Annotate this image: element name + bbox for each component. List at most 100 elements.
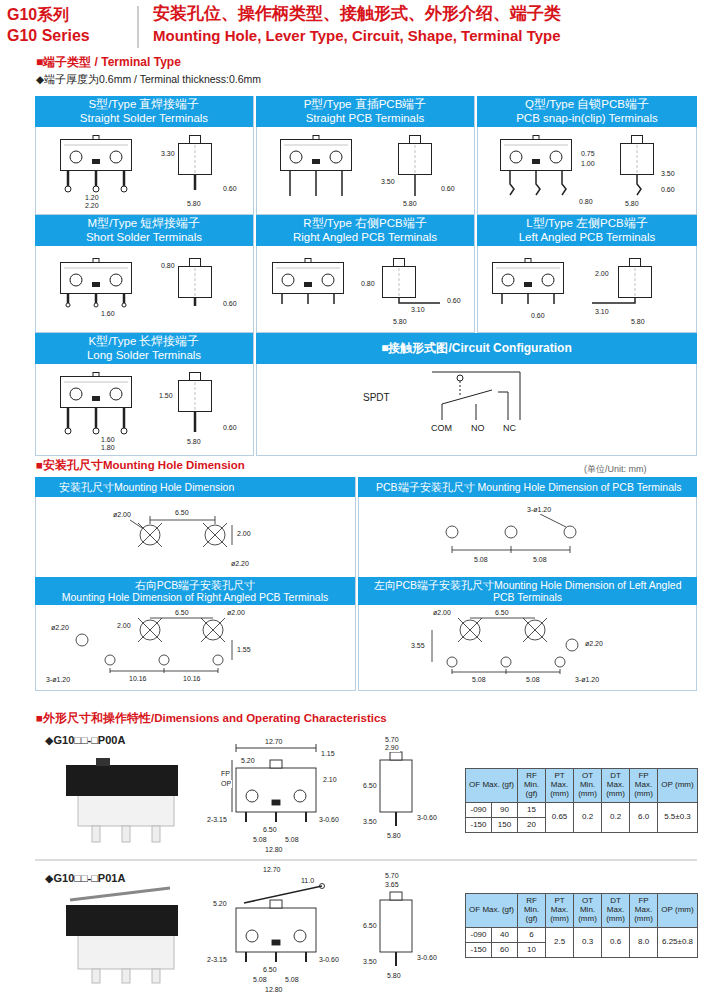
band-text: 右向PCB端子安装孔尺寸 <box>135 579 256 591</box>
heading-text: ■外形尺寸和操作特性/Dimensions and Operating Char… <box>35 712 388 725</box>
dimension-text: 3.50 <box>380 178 396 186</box>
dimension-text: 5.20 <box>212 900 228 908</box>
dimension-text: ø2.20 <box>230 560 250 568</box>
table-header: RF Min. (gf) <box>518 894 546 928</box>
dimension-text: 3-ø1.20 <box>45 676 71 684</box>
heading-text: ■安装孔尺寸Mounting Hole Dimension <box>35 459 246 472</box>
band-text: 左向PCB端子安装孔尺寸Mounting Hole Dimension of L… <box>364 579 691 603</box>
heading-text: G10 Series <box>6 27 91 45</box>
table-cell: 5.5±0.3 <box>658 803 698 833</box>
dimension-text: ø2.00 <box>226 609 246 617</box>
table-cell: -150 <box>466 943 492 958</box>
dimension-text: 5.08 <box>284 836 300 844</box>
spec-table: OF Max. (gf)RF Min. (gf)PT Max. (mm)OT M… <box>465 893 698 958</box>
dimension-text: 1.20 <box>84 194 100 202</box>
band-text: Straight Solder Terminals <box>80 112 208 125</box>
dimension-text: 5.80 <box>186 438 202 446</box>
dimension-text: 3-ø1.20 <box>574 676 600 684</box>
dimension-text: 5.80 <box>386 972 402 980</box>
table-header: OF Max. (gf) <box>466 894 518 928</box>
dimension-text: 1.00 <box>580 160 596 168</box>
header-band: L型/Type 左侧PCB端子Left Angled PCB Terminals <box>477 215 697 246</box>
dimension-text: 5.08 <box>252 836 268 844</box>
heading-text: Mounting Hole, Lever Type, Circuit, Shap… <box>152 28 562 45</box>
table-header: OP (mm) <box>658 769 698 803</box>
dimension-text: 0.60 <box>222 424 238 432</box>
dimension-text: 10.16 <box>182 675 202 683</box>
dimension-text: 0.60 <box>440 185 456 193</box>
table-cell: 0.65 <box>546 803 574 833</box>
dimension-text: 5.70 <box>384 736 400 744</box>
band-text: Long Solder Terminals <box>87 349 201 362</box>
table-cell: -090 <box>466 803 492 818</box>
band-text: ■接触形式图/Circuit Configuration <box>381 342 572 356</box>
table-header: OT Min. (mm) <box>574 769 602 803</box>
table-header: DT Max. (mm) <box>602 769 630 803</box>
dimension-text: ø2.00 <box>432 609 452 617</box>
table-cell: 8.0 <box>630 928 658 958</box>
dimension-text: 6.50 <box>362 922 378 930</box>
dimension-text: 0.60 <box>660 186 676 194</box>
dimension-text: 0.60 <box>222 185 238 193</box>
table-cell: 90 <box>492 803 518 818</box>
band-text: K型/Type 长焊接端子 <box>89 335 200 348</box>
table-header: FP Max. (mm) <box>630 769 658 803</box>
table-cell: -090 <box>466 928 492 943</box>
dimension-text: 0.60 <box>222 300 238 308</box>
dimension-text: 2.00 <box>116 622 132 630</box>
header-band: Q型/Type 自锁PCB端子PCB snap-in(clip) Termina… <box>477 96 697 127</box>
band-text: Left Angled PCB Terminals <box>519 231 656 244</box>
dimension-text: 5.70 <box>384 872 400 880</box>
table-cell: 0.2 <box>602 803 630 833</box>
dimension-text: 5.08 <box>284 976 300 984</box>
dimension-text: 5.08 <box>532 556 548 564</box>
dimension-text: 0.80 <box>360 280 376 288</box>
dimension-text: 2.00 <box>236 530 252 538</box>
dimension-text: 1.55 <box>236 646 252 654</box>
heading-text: G10系列 <box>6 6 70 24</box>
dimension-text: 3.55 <box>410 642 426 650</box>
band-text: Mounting Hole Dimension of Right Angled … <box>62 591 329 603</box>
header-band: 左向PCB端子安装孔尺寸Mounting Hole Dimension of L… <box>358 577 697 605</box>
dimension-text: 2.90 <box>384 744 400 752</box>
dimension-text: 5.80 <box>624 200 640 208</box>
dimension-text: 6.50 <box>362 782 378 790</box>
header-band: P型/Type 直插PCB端子Straight PCB Terminals <box>256 96 474 127</box>
header-band: K型/Type 长焊接端子Long Solder Terminals <box>35 333 253 364</box>
band-text: Straight PCB Terminals <box>306 112 425 125</box>
table-cell: 10 <box>518 943 546 958</box>
dimension-text: 12.70 <box>262 866 282 874</box>
heading-text: ◆G10□□-□P01A <box>44 872 126 884</box>
band-text: S型/Type 直焊接端子 <box>89 98 200 111</box>
table-header: OF Max. (gf) <box>466 769 518 803</box>
page-title: 安装孔位、操作柄类型、接触形式、外形介绍、端子类 <box>152 5 562 24</box>
dimension-text: 3-0.60 <box>416 814 438 822</box>
band-text: Right Angled PCB Terminals <box>293 231 437 244</box>
table-cell: 6.0 <box>630 803 658 833</box>
dimension-text: 12.80 <box>264 846 284 854</box>
dimension-text: 0.60 <box>530 312 546 320</box>
table-header: OP (mm) <box>658 894 698 928</box>
heading-text: ◆端子厚度为0.6mm / Terminal thickness:0.6mm <box>35 74 262 86</box>
band-text: M型/Type 短焊接端子 <box>88 217 201 230</box>
dimension-text: 11.0 <box>300 877 315 885</box>
header-band: M型/Type 短焊接端子Short Solder Terminals <box>35 215 253 246</box>
heading-text: NO <box>470 424 486 434</box>
table-cell: 6.25±0.8 <box>658 928 698 958</box>
table-cell: 0.6 <box>602 928 630 958</box>
band-text: Q型/Type 自锁PCB端子 <box>525 98 649 111</box>
band-text: PCB snap-in(clip) Terminals <box>516 112 658 125</box>
header-band: ■接触形式图/Circuit Configuration <box>256 333 697 364</box>
dimension-text: 2.00 <box>594 270 610 278</box>
table-cell: -150 <box>466 818 492 833</box>
table-cell: 15 <box>518 803 546 818</box>
dimension-text: 0.75 <box>580 150 596 158</box>
dimension-text: 3-ø1.20 <box>526 506 552 514</box>
dimension-text: 3.10 <box>594 308 610 316</box>
table-cell: 60 <box>492 943 518 958</box>
dimension-text: 0.80 <box>160 262 176 270</box>
table-header: RF Min. (gf) <box>518 769 546 803</box>
dimension-text: ø2.00 <box>112 511 132 519</box>
dimension-text: 5.80 <box>392 318 408 326</box>
